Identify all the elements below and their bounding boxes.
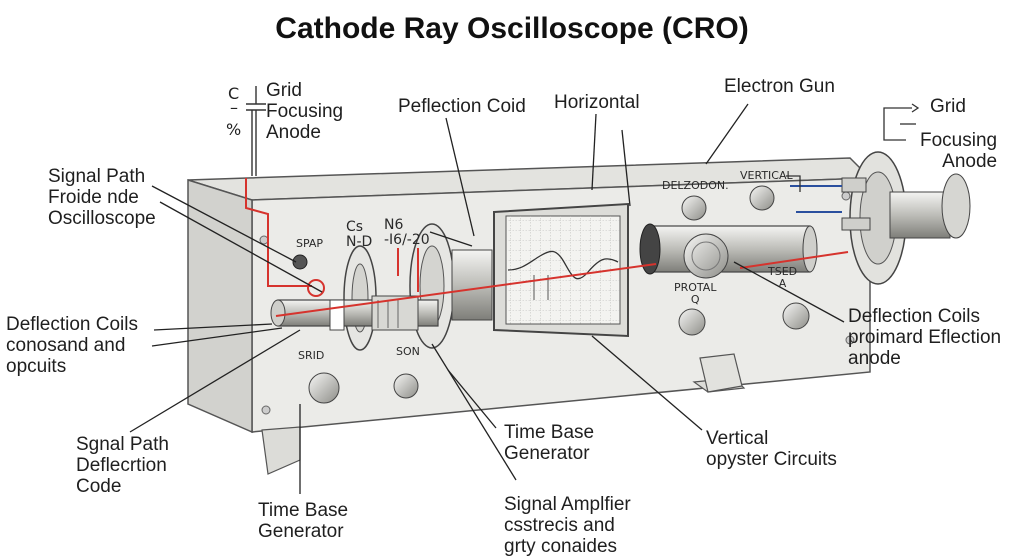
panel-label-cs: Cs N-D xyxy=(346,219,373,250)
knobs xyxy=(292,185,810,404)
capacitor-symbol xyxy=(246,86,266,176)
symbol-dash: – xyxy=(230,98,238,117)
right-tube xyxy=(639,223,818,275)
symbol-percent: % xyxy=(226,120,242,139)
label-deflection-coils-right: Deflection Coils proimard Eflection anod… xyxy=(848,306,1002,369)
exploded-electron-gun xyxy=(786,151,971,285)
bracket-lines xyxy=(883,103,920,141)
label-deflection-coid: Peflection Coid xyxy=(398,96,526,117)
label-time-base-generator-bottom: Time Base Generator xyxy=(258,500,349,542)
label-signal-path-bottom: Sgnal Path Deflecrtion Code xyxy=(76,434,169,497)
panel-label-delzodon: DELZODON. xyxy=(662,179,729,192)
symbol-c: C xyxy=(228,84,240,103)
panel-label-tsed: TSED A xyxy=(768,265,798,290)
label-signal-path-top: Signal Path Froide nde Oscilloscope xyxy=(48,166,156,229)
label-deflection-coils-left: Deflection Coils conosand and opcuits xyxy=(6,314,138,377)
label-focusing-anode-right: Focusing Anode xyxy=(920,130,998,172)
panel-label-n6: N6 -I6/-20 xyxy=(384,217,430,248)
label-horizontal: Horizontal xyxy=(554,92,640,113)
diagram-title: Cathode Ray Oscilloscope (CRO) xyxy=(275,12,749,45)
label-signal-amplifier: Signal Amplfier csstrecis and grty conai… xyxy=(504,494,631,557)
label-grid-right: Grid xyxy=(930,96,966,117)
leader-lines xyxy=(129,103,845,494)
panel-label-son: SON xyxy=(396,345,420,358)
panel-label-spap: SPAP xyxy=(296,237,324,250)
crt-screen xyxy=(493,202,629,338)
signal-path xyxy=(245,178,849,317)
label-electron-gun: Electron Gun xyxy=(724,76,835,97)
panel-label-protal: PROTAL Q xyxy=(674,281,717,306)
label-vertical-circuits: Vertical opyster Circuits xyxy=(706,428,837,470)
label-time-base-generator-mid: Time Base Generator xyxy=(504,422,595,464)
panel-label-vertical: VERTICAL xyxy=(740,169,793,182)
label-grid-focusing-anode: Grid Focusing Anode xyxy=(266,80,344,143)
panel-label-srid: SRID xyxy=(298,349,325,362)
